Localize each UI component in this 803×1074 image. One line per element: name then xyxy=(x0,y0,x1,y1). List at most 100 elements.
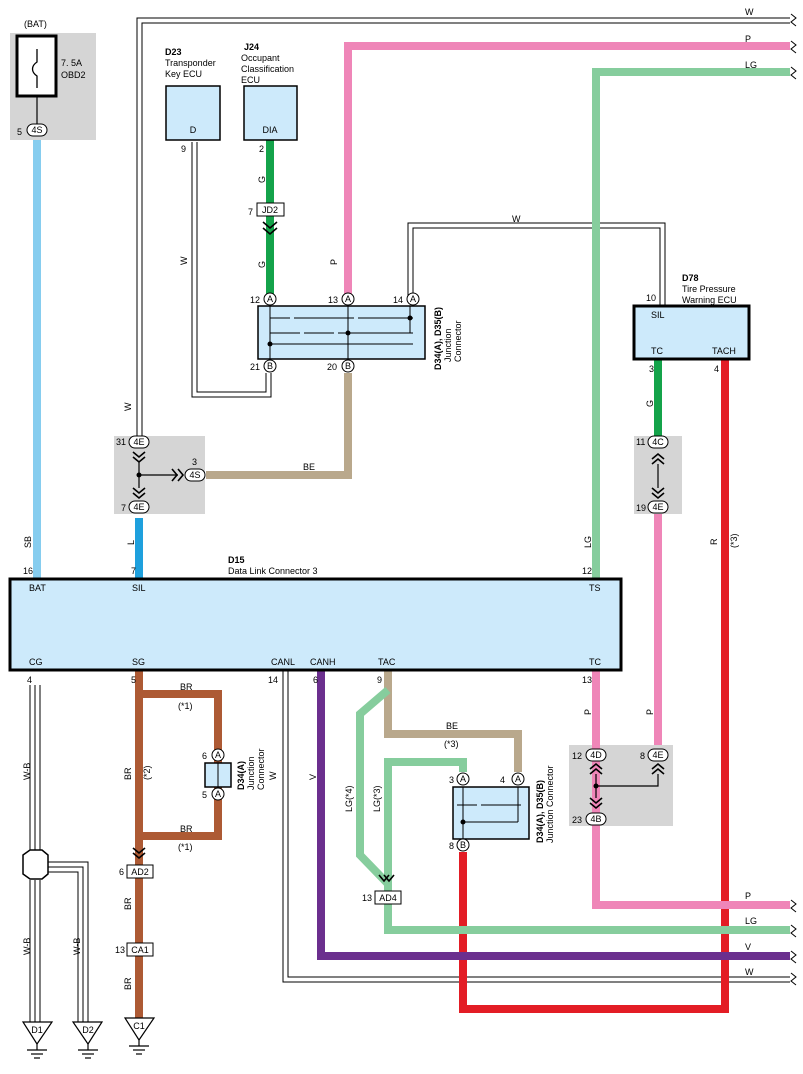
jt-pin21: 21 xyxy=(250,362,260,372)
d15-code: D15 xyxy=(228,555,245,565)
d78-tach: TACH xyxy=(712,346,736,356)
d15-sg-pin: 5 xyxy=(131,675,136,685)
jt-a-12: A xyxy=(267,294,273,304)
d23-name-1: Transponder xyxy=(165,58,216,68)
d15-sil: SIL xyxy=(132,583,146,593)
d78-name-1: Tire Pressure xyxy=(682,284,736,294)
right-edge-labels: W P LG P LG V W xyxy=(745,7,797,986)
ll-br-note2: (*2) xyxy=(142,765,152,780)
edge-w-top: W xyxy=(745,7,754,17)
ll-a-top: A xyxy=(215,750,221,760)
g4c-pin19: 19 xyxy=(636,503,646,513)
d15-sb: SB xyxy=(23,536,33,548)
lm-lg4: LG(*4) xyxy=(344,785,354,812)
ll-br-note3: (*1) xyxy=(178,842,193,852)
bat-connector: 4S xyxy=(31,125,42,135)
lm-pin4: 4 xyxy=(500,775,505,785)
lm-b-8: B xyxy=(460,840,466,850)
edge-lg-bottom: LG xyxy=(745,916,757,926)
ll-br-low: BR xyxy=(123,977,133,990)
fuse-name: OBD2 xyxy=(61,70,86,80)
d78-pin-sil: 10 xyxy=(646,293,656,303)
jt-pin14: 14 xyxy=(393,295,403,305)
d23-pin: 9 xyxy=(181,144,186,154)
lm-pin8: 8 xyxy=(449,841,454,851)
edge-p-bottom: P xyxy=(745,891,751,901)
d78-wire-g: G xyxy=(645,400,655,407)
d15-cg-pin: 4 xyxy=(27,675,32,685)
d23-terminal: D xyxy=(190,125,197,135)
jt-pin20: 20 xyxy=(327,362,337,372)
ll-wb1: W-B xyxy=(22,763,32,780)
lr-pin8: 8 xyxy=(640,751,645,761)
jt-a-13: A xyxy=(345,294,351,304)
ad4-pin: 13 xyxy=(362,893,372,903)
lr-conn-4e: 4E xyxy=(652,750,663,760)
battery-fuse: (BAT) 7. 5A OBD2 5 4S xyxy=(15,19,86,137)
jt-pin12: 12 xyxy=(250,295,260,305)
ll-br-note1: (*1) xyxy=(178,701,193,711)
jt-pin13: 13 xyxy=(328,295,338,305)
ll-br-top: BR xyxy=(180,682,193,692)
jd2-connector: JD2 xyxy=(262,205,278,215)
d78-pin-tc: 3 xyxy=(649,364,654,374)
d78-code: D78 xyxy=(682,273,699,283)
j24-name-3: ECU xyxy=(241,75,260,85)
d15-cg: CG xyxy=(29,657,43,667)
d15-canh-pin: 6 xyxy=(313,675,318,685)
d15-sg: SG xyxy=(132,657,145,667)
jt-b-20: B xyxy=(345,361,351,371)
lower-middle-circuit: W V LG(*4) LG(*3) BE (*3) 3 4 8 A A B D3… xyxy=(268,721,555,905)
d78-sil: SIL xyxy=(651,310,665,320)
battery-label: (BAT) xyxy=(24,19,47,29)
d15-data-link-connector: D15 Data Link Connector 3 SB LG 16 7 12 … xyxy=(8,536,623,685)
d15-tac-pin: 9 xyxy=(377,675,382,685)
j24-wire-upper: G xyxy=(257,176,267,183)
d15-canh: CANH xyxy=(310,657,336,667)
connector-4e-4s: W 31 4E 3 4S BE 7 4E L xyxy=(116,402,315,545)
d78-r-note: (*3) xyxy=(729,533,739,548)
lr-p-right: P xyxy=(645,709,655,715)
lr-pin23: 23 xyxy=(572,815,582,825)
edge-v-bottom: V xyxy=(745,942,751,952)
ad4-connector: AD4 xyxy=(379,893,397,903)
connector-4c-4e: 11 4C 19 4E xyxy=(636,435,669,514)
bat-pin: 5 xyxy=(17,127,22,137)
colored-wires xyxy=(33,42,790,1018)
d23-name-2: Key ECU xyxy=(165,69,202,79)
lm-be-note: (*3) xyxy=(444,739,459,749)
j24-occupant-classification-ecu: J24 Occupant Classification ECU DIA 2 G … xyxy=(241,42,298,268)
g4e-pin7: 7 xyxy=(121,503,126,513)
j24-name-1: Occupant xyxy=(241,53,280,63)
g4c-pin11: 11 xyxy=(636,437,645,447)
lm-w: W xyxy=(268,771,278,780)
d15-tac: TAC xyxy=(378,657,396,667)
d78-tire-pressure-warning-ecu: D78 Tire Pressure Warning ECU 10 SIL TC … xyxy=(632,273,751,548)
ground-c1: C1 xyxy=(133,1021,145,1031)
ca1-connector: CA1 xyxy=(131,945,149,955)
g4e-be: BE xyxy=(303,462,315,472)
d23-code: D23 xyxy=(165,47,182,57)
g4e-conn-bot: 4E xyxy=(133,502,144,512)
g4e-wire-l: L xyxy=(126,540,136,545)
d15-bat: BAT xyxy=(29,583,46,593)
jt-sub1: Junction xyxy=(443,328,453,362)
jt-a-14: A xyxy=(410,294,416,304)
lm-lg3: LG(*3) xyxy=(372,785,382,812)
ad2-pin: 6 xyxy=(119,867,124,877)
d15-bat-pin: 16 xyxy=(23,566,33,576)
jd2-pin: 7 xyxy=(248,207,253,217)
d15-canl: CANL xyxy=(271,657,295,667)
lm-a-3: A xyxy=(460,774,466,784)
lm-pin3: 3 xyxy=(449,775,454,785)
j24-wire-lower: G xyxy=(257,261,267,268)
ground-and-br-circuit: W-B W-B W-B BR (*1) BR (*2) BR (*1) 6 5 … xyxy=(21,682,266,1059)
lm-be: BE xyxy=(446,721,458,731)
lr-conn-4b: 4B xyxy=(590,814,601,824)
d15-ts-pin: 12 xyxy=(582,566,592,576)
jt-p-wire: P xyxy=(329,259,339,265)
d78-name-2: Warning ECU xyxy=(682,295,737,305)
edge-p-top: P xyxy=(745,34,751,44)
lr-conn-4d: 4D xyxy=(590,750,602,760)
